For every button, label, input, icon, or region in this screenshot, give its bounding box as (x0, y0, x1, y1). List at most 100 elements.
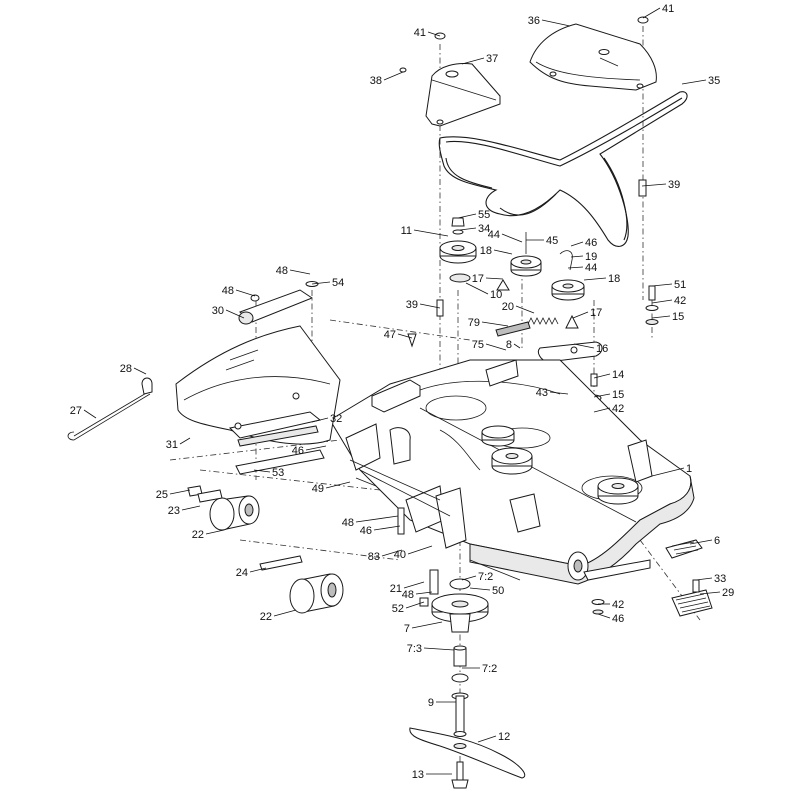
callout-number: 46 (360, 525, 372, 537)
leader-line (695, 577, 713, 581)
leader-line (459, 227, 477, 231)
leader-line (570, 255, 584, 258)
callout-c17b: 17 (572, 307, 602, 319)
leader-line (541, 19, 571, 27)
leader-line (383, 71, 404, 81)
callout-c33: 33 (695, 573, 726, 585)
callout-number: 18 (480, 245, 492, 257)
callout-number: 51 (674, 279, 686, 291)
callout-number: 53 (272, 467, 284, 479)
callout-c48a: 48 (276, 265, 311, 277)
callout-c22b: 22 (260, 609, 297, 623)
leader-line (651, 299, 673, 304)
leader-line (311, 417, 329, 423)
spindle-housing (431, 578, 489, 633)
callout-c24: 24 (236, 567, 267, 579)
deck-spindle-2 (491, 447, 533, 475)
callout-number: 45 (546, 235, 558, 247)
leader-line (651, 283, 673, 287)
leader-line (477, 735, 497, 743)
callout-c8: 8 (506, 339, 521, 351)
callout-c83: 83 (368, 549, 403, 563)
leader-line (311, 281, 331, 285)
callout-c48c: 48 (342, 515, 399, 529)
callout-number: 35 (708, 75, 720, 87)
callout-number: 34 (478, 223, 490, 235)
callout-c48b: 48 (222, 285, 256, 297)
deck-spindle-3 (597, 477, 639, 505)
idler-pulley-1 (510, 232, 542, 277)
decal-29 (671, 589, 713, 617)
callout-number: 32 (330, 413, 342, 425)
callout-c30: 30 (212, 305, 245, 319)
callout-number: 22 (260, 611, 272, 623)
leader-line (413, 229, 449, 237)
callout-c18a: 18 (480, 245, 513, 257)
callout-c50: 50 (469, 585, 504, 597)
leader-line (549, 391, 569, 395)
leader-line (593, 407, 611, 413)
callout-c9: 9 (428, 697, 456, 709)
callout-c47: 47 (384, 329, 413, 341)
roller-left-lower (289, 573, 344, 614)
callout-number: 17 (590, 307, 602, 319)
leader-line (689, 539, 713, 545)
callout-c35: 35 (681, 75, 720, 87)
leader-line (325, 481, 351, 489)
callout-number: 47 (384, 329, 396, 341)
leader-line (205, 529, 225, 535)
leader-line (573, 343, 595, 349)
callout-number: 41 (662, 3, 674, 15)
callout-c19: 19 (570, 251, 597, 263)
leader-line (651, 467, 685, 477)
callout-c53: 53 (253, 467, 284, 479)
callout-number: 46 (292, 445, 304, 457)
callout-c75: 75 (472, 339, 507, 351)
callout-c37: 37 (461, 53, 498, 65)
leader-line (249, 567, 267, 573)
callout-number: 15 (672, 311, 684, 323)
callout-c46d: 46 (597, 613, 624, 625)
callout-number: 11 (401, 225, 412, 237)
leader-line (513, 343, 521, 349)
leader-line (289, 269, 311, 275)
callout-number: 48 (276, 265, 288, 277)
callout-number: 40 (394, 549, 406, 561)
callout-number: 54 (332, 277, 344, 289)
callout-c7_2a: 7:2 (461, 571, 493, 583)
callout-number: 20 (502, 301, 514, 313)
idler-arm (537, 341, 603, 363)
callout-number: 18 (608, 273, 620, 285)
leader-line (461, 575, 477, 581)
callout-c7: 7 (404, 621, 443, 635)
leader-line (169, 489, 191, 495)
callout-number: 7:3 (407, 643, 422, 655)
leader-line (179, 437, 191, 445)
callout-c13: 13 (412, 769, 452, 781)
callout-c52: 52 (392, 601, 425, 615)
callout-c6: 6 (689, 535, 720, 547)
callout-c42c: 42 (598, 599, 624, 611)
callout-number: 79 (468, 317, 480, 329)
callout-c16: 16 (573, 343, 608, 355)
spindle-pulley (439, 217, 477, 283)
callout-c14: 14 (593, 369, 624, 381)
chute-mount-plate (235, 449, 325, 475)
callout-number: 30 (212, 305, 224, 317)
callout-number: 21 (390, 583, 402, 595)
deck-brackets (345, 359, 653, 549)
callout-c46b: 46 (292, 445, 327, 457)
callout-number: 15 (612, 389, 624, 401)
leader-line (273, 609, 297, 617)
callout-c34: 34 (459, 223, 490, 235)
leader-line (567, 266, 584, 269)
leader-line (235, 289, 256, 297)
callout-number: 13 (412, 769, 424, 781)
rod-clip (141, 377, 153, 395)
leader-line (597, 613, 611, 619)
callout-number: 28 (120, 363, 132, 375)
callout-c29: 29 (699, 587, 734, 599)
leader-line (469, 587, 491, 591)
callout-c79: 79 (468, 317, 509, 329)
